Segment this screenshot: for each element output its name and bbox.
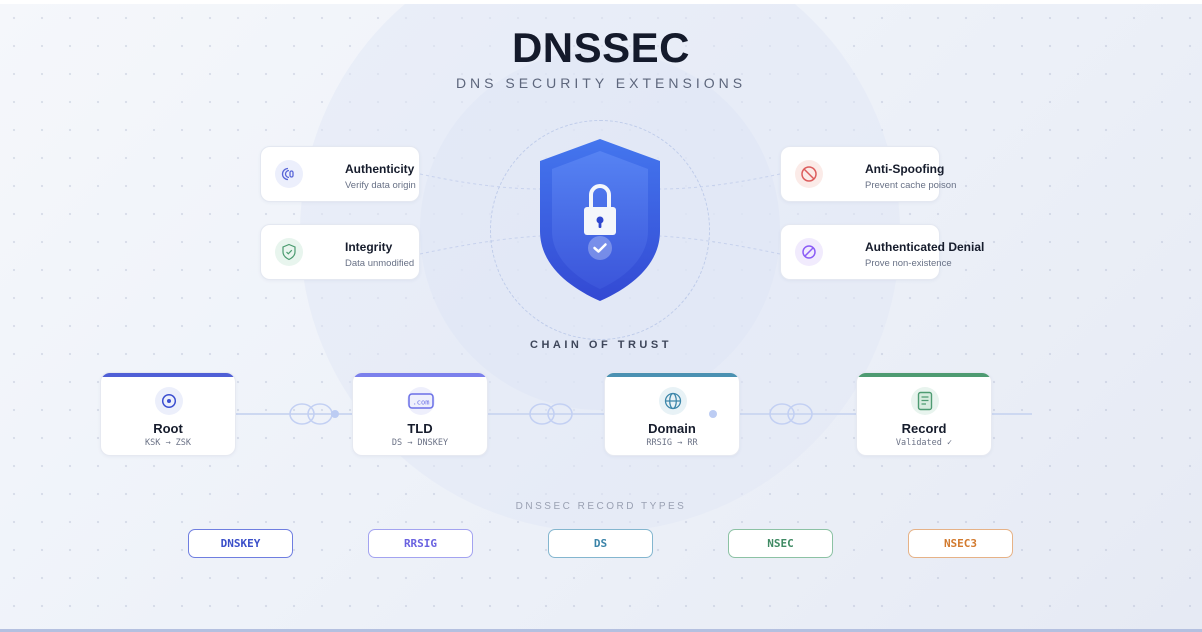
- dashed-orbit-ring: [490, 120, 710, 340]
- node-subtitle: Validated ✓: [895, 438, 953, 448]
- globe-icon: [659, 387, 687, 415]
- chain-of-trust-heading: CHAIN OF TRUST: [530, 339, 672, 351]
- fingerprint-icon: [275, 160, 303, 188]
- node-title: Domain: [648, 421, 696, 436]
- record-type-rrsig[interactable]: RRSIG: [368, 529, 473, 558]
- dotcom-icon: .com: [407, 387, 435, 415]
- feature-title: Authenticity: [345, 162, 415, 176]
- page-title: DNSSEC: [511, 24, 691, 71]
- page-subtitle: DNS SECURITY EXTENSIONS: [455, 75, 747, 91]
- feature-card-authenticated-denial: Authenticated Denial Prove non-existence: [780, 224, 984, 280]
- feature-desc: Data unmodified: [345, 258, 415, 269]
- connector-curves: [419, 173, 781, 255]
- node-accent-bar: [605, 373, 739, 377]
- chain-node-domain: Domain RRSIG → RR: [604, 372, 740, 456]
- node-accent-bar: [353, 373, 487, 377]
- feature-desc: Verify data origin: [345, 180, 416, 191]
- flow-dot: [709, 410, 717, 418]
- svg-text:.com: .com: [413, 398, 430, 406]
- node-accent-bar: [101, 373, 235, 377]
- chain-link-icon: [289, 403, 339, 425]
- prohibited-icon: [795, 160, 823, 188]
- feature-card-authenticity: Authenticity Verify data origin: [260, 146, 420, 202]
- feature-title: Integrity: [345, 240, 393, 254]
- chain-link-icon: [769, 403, 813, 425]
- node-subtitle: DS → DNSKEY: [391, 438, 449, 448]
- shield-lock-icon: [540, 139, 660, 301]
- feature-title: Authenticated Denial: [865, 240, 985, 254]
- node-subtitle: RRSIG → RR: [646, 438, 698, 448]
- diagram-canvas: [0, 4, 1202, 632]
- node-accent-bar: [857, 373, 991, 377]
- feature-card-integrity: Integrity Data unmodified: [260, 224, 420, 280]
- node-title: Record: [901, 421, 947, 436]
- chain-node-root: Root KSK → ZSK: [100, 372, 236, 456]
- feature-desc: Prove non-existence: [865, 258, 952, 269]
- slashed-circle-icon: [795, 238, 823, 266]
- bottom-accent-bar: [0, 629, 1202, 632]
- shield-check-icon: [275, 238, 303, 266]
- feature-desc: Prevent cache poison: [865, 180, 957, 191]
- feature-card-anti-spoofing: Anti-Spoofing Prevent cache poison: [780, 146, 956, 202]
- chain-node-record: Record Validated ✓: [856, 372, 992, 456]
- node-subtitle: KSK → ZSK: [144, 438, 192, 448]
- target-icon: [155, 387, 183, 415]
- record-type-ds[interactable]: DS: [548, 529, 653, 558]
- record-type-nsec3[interactable]: NSEC3: [908, 529, 1013, 558]
- node-title: Root: [153, 421, 183, 436]
- chain-link-icon: [529, 403, 573, 425]
- document-icon: [911, 387, 939, 415]
- node-title: TLD: [407, 421, 433, 436]
- record-types-heading: DNSSEC RECORD TYPES: [515, 501, 687, 512]
- record-type-nsec[interactable]: NSEC: [728, 529, 833, 558]
- feature-title: Anti-Spoofing: [865, 162, 945, 176]
- record-type-dnskey[interactable]: DNSKEY: [188, 529, 293, 558]
- chain-node-tld: .com TLD DS → DNSKEY: [352, 372, 488, 456]
